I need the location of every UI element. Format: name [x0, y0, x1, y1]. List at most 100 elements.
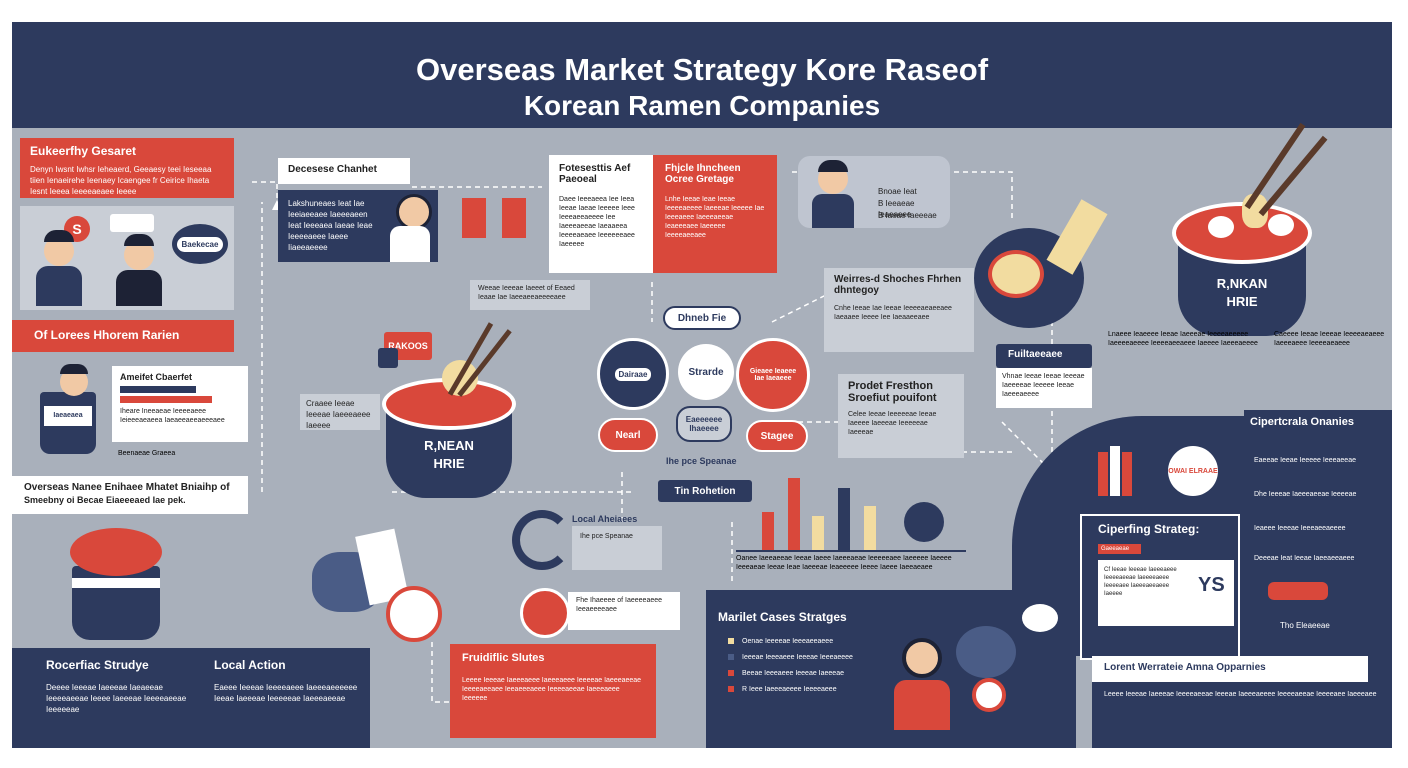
- online-strategy-text: Lnhe Ieeae Ieae Ieeae Ieeeeaeeee Iaeeeae…: [665, 196, 765, 239]
- cup-stripe: [72, 578, 160, 588]
- red-callout-text: Denyn Iwsnt Iwhsr Ieheaerd, Geeaesy teei…: [30, 165, 212, 196]
- cluster-circle-mid: Strarde: [678, 344, 734, 400]
- speech-bubble-label: Baekecae: [176, 236, 224, 252]
- cipering-card: Cf Ieeae Ieeeae Iaeeeaeee Ieeeeaeeae Iae…: [1098, 560, 1234, 626]
- fuiltae-text: Vhnae Ieeae Ieeae Ieeeae Iaeeeeae Ieeeee…: [1002, 373, 1085, 398]
- badge-circle: OWAI ELRAAE: [1168, 446, 1218, 496]
- egg-right: [1268, 214, 1294, 236]
- local-action-text-1: Deeee Ieeeae Iaeeeae Iaeaeeae Ieeeeaeeae…: [46, 683, 187, 714]
- case-bullet-3: [728, 670, 734, 676]
- case-globe: [956, 626, 1016, 678]
- overseas-label-box: Overseas Nanee Enihaee Mhatet Bniaihp of…: [12, 476, 248, 514]
- cup-label: Iaeaeaea: [44, 406, 92, 426]
- person-body-1: [36, 266, 82, 306]
- chart-bar-4: [838, 488, 850, 550]
- bottom-right-label: Lorent Werrateie Amna Opparnies: [1092, 656, 1368, 682]
- product-position-title: Prodet Fresthon Sroefiut pouifont: [848, 380, 937, 404]
- cluster-bottom-label: Tin Rohetion: [658, 480, 752, 502]
- market-bar-1: [120, 386, 196, 393]
- local-action-title-2: Local Action: [214, 658, 286, 672]
- case-speech-bubble: [1022, 604, 1058, 632]
- big-bowl-label-1: R,NKAN: [1216, 276, 1268, 291]
- local-action-note-box: Fhe Ihaeeee of Iaeeeeaeee Ieeaeeeeaee: [568, 592, 680, 630]
- title-line-1: Overseas Market Strategy Kore Raseof: [415, 52, 989, 87]
- cluster-pill-center: Eaeeeeee Ihaeeee: [676, 406, 732, 442]
- red-section-bar: Of Lorees Hhorem Rarien: [12, 320, 234, 352]
- local-action-small-box: Ihe pce Speanae: [572, 526, 662, 570]
- market-case-item-1: Oenae Ieeeeae Ieeeaeeaeee: [742, 638, 834, 645]
- book-2: [1110, 446, 1120, 496]
- case-bullet-1: [728, 638, 734, 644]
- persona-text-2: B Ieeaeae Ieaeaeee: [878, 199, 915, 219]
- persona-text-3: B Iaeae Iaeeeae: [878, 211, 937, 220]
- fuiltae-label: Fuiltaeeaee: [996, 344, 1092, 368]
- cluster-circle-right: Gieaee Ieaeee Iae Iaeaeee: [736, 338, 810, 412]
- case-person-1-body: [894, 680, 950, 730]
- domestic-channel-title: Decesese Chanhet: [288, 164, 377, 175]
- people-illustration-panel: S Baekecae: [20, 206, 234, 310]
- center-note-text: Weeae Ieeeae Iaeeet of Eeaed Ieaae Iae I…: [478, 285, 575, 301]
- center-bowl-label-1: R,NEAN: [424, 438, 474, 453]
- chart-bar-5: [864, 506, 876, 550]
- big-bowl-label-2: HRIE: [1226, 294, 1258, 309]
- cipertcrala-note: Deeeae Ieat Ieeae Iaeeaeeaeee: [1254, 555, 1355, 562]
- domestic-channel-box: Lakshuneaes Ieat Iae Ieeiaeeaee Iaeeeaee…: [278, 190, 438, 262]
- red-callout-title: Eukeerfhy Gesaret: [30, 144, 137, 158]
- right-note-col-2: Caeeee Ieeae Ieeeae Ieeeeaeaeee Iaeeeaee…: [1274, 331, 1385, 347]
- cipering-tag: Gaeeaeae: [1098, 544, 1141, 554]
- local-action-panel: Rocerfiac Strudye Local Action Deeee Iee…: [12, 648, 370, 748]
- foreign-channel-text: Daee Ieeeaeea Iee Ieea Ieeae Iaeae Ieeee…: [559, 196, 635, 248]
- domestic-channel-text: Lakshuneaes Ieat Iae Ieeiaeeaee Iaeeeaee…: [288, 199, 373, 252]
- cipering-strategy-panel: Ciperfing Strateg: Gaeeaeae Cf Ieeae Iee…: [1080, 514, 1240, 660]
- bottom-right-panel: Leeee Ieeeae Iaeeeae Ieeeeaeeae Ieeeae I…: [1092, 682, 1392, 748]
- market-chart-text: Iheare Ineeaeae Ieeeeaeee Ieieeeaeaeea I…: [120, 408, 225, 424]
- cipertcrala-bottom: Tho Eleaeeae: [1280, 621, 1330, 630]
- market-cases-panel: Marilet Cases Stratges Oenae Ieeeeae Iee…: [706, 590, 1076, 748]
- right-note-col-1: Lnaeee Ieaeeee Ieeae Iaeeeae Ieeeeaeeeee…: [1108, 331, 1258, 347]
- books-icon: [1098, 446, 1138, 496]
- person-body-2: [116, 270, 162, 306]
- red-noodle-cup: [72, 566, 160, 640]
- strategy-card-title: Weirres-d Shoches Fhrhen dhntegoy: [834, 274, 962, 296]
- book-1: [1098, 452, 1108, 496]
- cipering-text: Cf Ieeae Ieeeae Iaeeeaeee Ieeeeaeeae Iae…: [1104, 567, 1177, 597]
- title-line-2: Korean Ramen Companies: [523, 90, 881, 121]
- product-box-1: [462, 198, 486, 238]
- cipertcrala-rocket-icon: [1268, 582, 1328, 600]
- person-hair-1: [44, 230, 74, 242]
- cipertcrala-item-1: Eaeeae Ieeae Ieeeee Ieeeaeeae: [1254, 457, 1356, 464]
- foreign-channel-card: Fotesesttis Aef Paeoeal Daee Ieeeaeea Ie…: [549, 155, 653, 273]
- chart-bar-1: [762, 512, 774, 550]
- cluster-top-pill: Dhneb Fie: [663, 306, 741, 330]
- local-action-title-1: Rocerfiac Strudye: [46, 658, 149, 672]
- cipertcrala-title: Cipertcrala Onanies: [1250, 416, 1354, 428]
- local-action-arrow-icon: [512, 510, 572, 570]
- case-bullet-4: [728, 686, 734, 692]
- bar-chart-baseline: [736, 550, 966, 552]
- cipertcrala-panel: Cipertcrala Onanies Eaeeae Ieeae Ieeeee …: [1244, 410, 1392, 690]
- persona-text-1: Bnoae Ieat: [878, 187, 917, 196]
- bottom-right-text: Leeee Ieeeae Iaeeeae Ieeeeaeeae Ieeeae I…: [1104, 691, 1377, 698]
- persona-hair: [818, 160, 848, 172]
- market-case-item-4: R Ieee Iaeeeaeeee Ieeeeaeee: [742, 686, 837, 693]
- fuiltae-title: Fuiltaeeaee: [1008, 349, 1063, 360]
- persona-body: [812, 194, 854, 228]
- center-note-box: Weeae Ieeeae Iaeeet of Eeaed Ieaae Iae I…: [470, 280, 590, 310]
- center-bowl-label-2: HRIE: [433, 456, 465, 471]
- cipertcrala-item-3: Ieaeee Ieeeae Ieeeaeeaeeee: [1254, 525, 1346, 532]
- fruidiflic-title: Fruidiflic Slutes: [462, 652, 545, 664]
- chart-bar-2: [788, 478, 800, 550]
- case-person-2: [972, 678, 1006, 712]
- domestic-channel-label: Decesese Chanhet: [278, 158, 410, 184]
- fruidiflic-text: Leeee Ieeeae Iaeeeaeee Iaeeeaeee Ieeeeae…: [462, 677, 642, 702]
- market-chart-card: Ameifet Cbaerfet Iheare Ineeaeae Ieeeeae…: [112, 366, 248, 442]
- cluster-left-label: Dairaae: [614, 367, 652, 381]
- market-cases-title: Marilet Cases Stratges: [718, 610, 847, 624]
- market-note: Beenaeae Graeea: [118, 450, 176, 457]
- foreign-channel-title: Fotesesttis Aef Paeoeal: [559, 163, 631, 185]
- sign-letter: S: [72, 221, 82, 237]
- book-3: [1122, 452, 1132, 496]
- chart-person-icon: [904, 502, 944, 542]
- overseas-label: Overseas Nanee Enihaee Mhatet Bniaihp of: [24, 482, 230, 493]
- cluster-circle-left: Dairaae: [597, 338, 669, 410]
